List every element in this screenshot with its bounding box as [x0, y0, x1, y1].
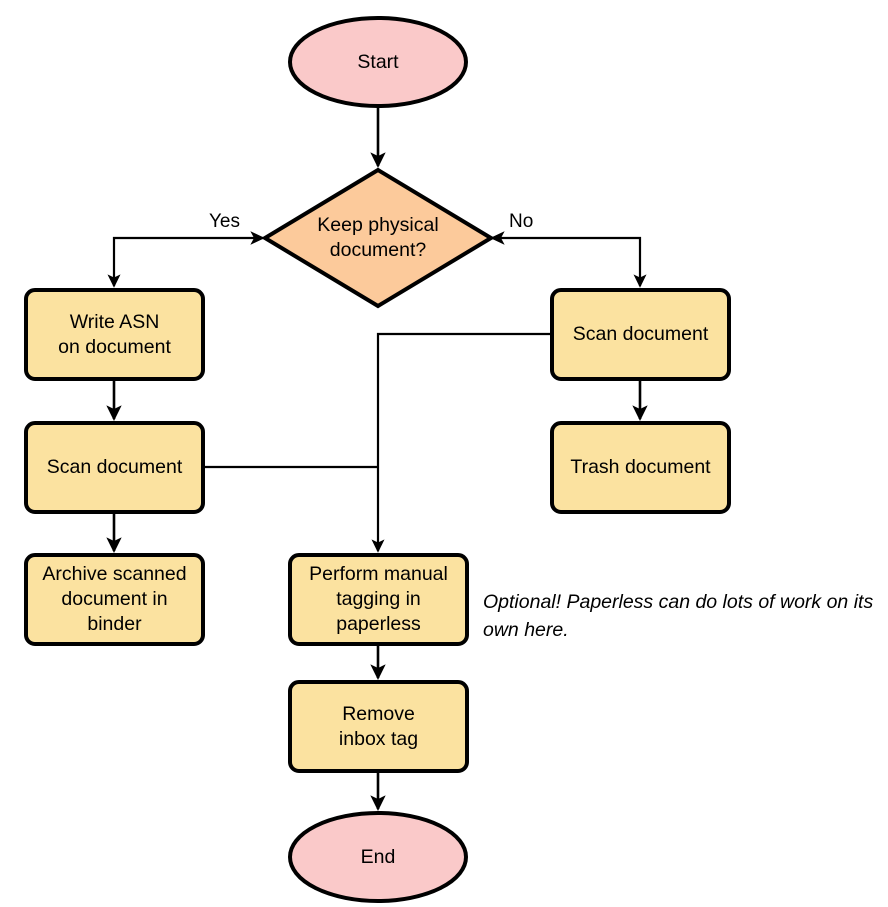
- node-scan-document-left-shape[interactable]: [24, 421, 205, 514]
- edge-decision-no-to-scan-right: [490, 231, 647, 288]
- node-keep-physical-document-shape[interactable]: [261, 167, 495, 309]
- node-scan-document-right-shape[interactable]: [550, 288, 731, 381]
- edge-label-yes: Yes: [209, 211, 240, 232]
- edge-label-no: No: [509, 211, 534, 232]
- edge-decision-yes-to-write-asn: [107, 231, 265, 288]
- node-trash-document-shape[interactable]: [550, 421, 731, 514]
- node-write-asn-on-document-shape[interactable]: [24, 288, 205, 381]
- node-archive-scanned-document-in-binder-shape[interactable]: [24, 553, 205, 646]
- node-end-shape[interactable]: [288, 811, 468, 903]
- connector-layer: [106, 107, 648, 812]
- node-shape-layer: [24, 16, 731, 903]
- node-remove-inbox-tag-shape[interactable]: [288, 680, 469, 773]
- edge-scan-right-to-manual-tagging: [371, 332, 552, 553]
- node-start-shape[interactable]: [288, 16, 468, 108]
- optional-note-text: Optional! Paperless can do lots of work …: [483, 591, 874, 641]
- node-perform-manual-tagging-in-paperless-shape[interactable]: [288, 553, 469, 646]
